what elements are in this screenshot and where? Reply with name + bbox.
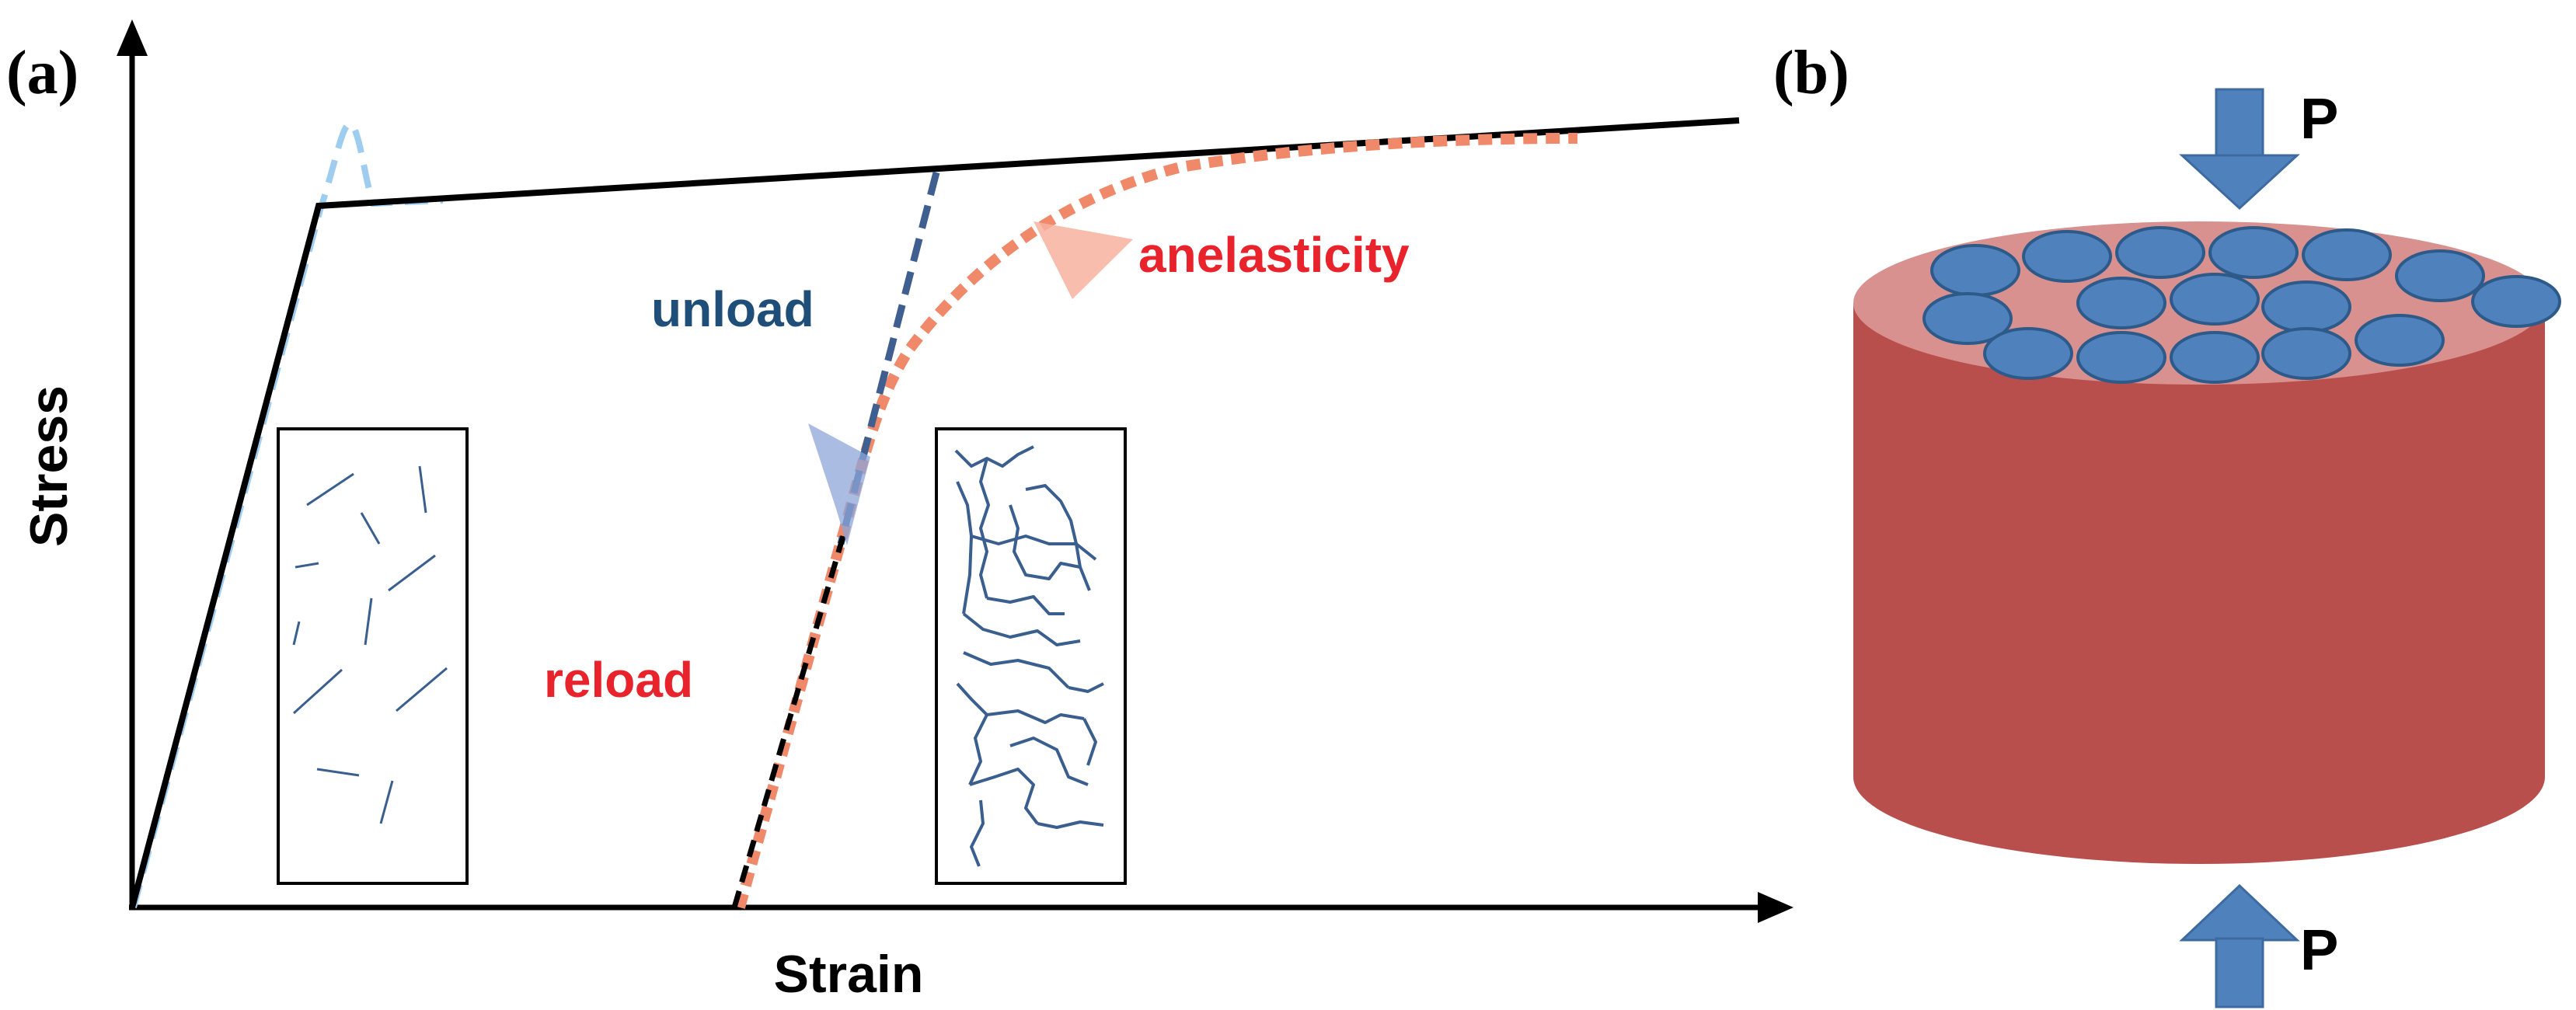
panel-a: (a) Stress Strain unload reload anelasti… xyxy=(6,19,1793,1004)
bottom-force-label: P xyxy=(2300,918,2338,982)
anelasticity-label: anelasticity xyxy=(1138,227,1410,283)
reload-curve xyxy=(734,133,1578,909)
panel-b: (b) P xyxy=(1773,39,2561,1008)
unload-direction-arrow xyxy=(808,423,870,509)
x-axis-arrowhead xyxy=(1758,892,1793,923)
fiber-cross-sections xyxy=(1922,226,2561,384)
microcracks-inset xyxy=(277,427,469,885)
anelasticity-direction-arrow xyxy=(1034,221,1133,299)
bilinear-stress-strain-curve xyxy=(129,117,1740,909)
fiber-composite-cylinder xyxy=(1853,221,2561,864)
unload-direction-arrow-tip xyxy=(836,457,870,545)
elastic-reload-dashed-line xyxy=(731,535,846,908)
top-compression-arrow xyxy=(2179,88,2300,211)
microcracks xyxy=(292,465,448,824)
microcracks-inset-frame xyxy=(277,427,469,885)
x-axis-title: Strain xyxy=(774,945,924,1004)
reload-label: reload xyxy=(544,652,693,708)
top-force-label: P xyxy=(2300,86,2338,151)
axes xyxy=(117,19,1793,923)
crack-network-inset xyxy=(935,427,1127,885)
panel-b-label: (b) xyxy=(1773,39,1849,107)
y-axis-arrowhead xyxy=(117,19,148,56)
initial-loading-dashed-curve xyxy=(131,120,444,909)
bottom-compression-arrow xyxy=(2179,883,2300,1008)
y-axis-title: Stress xyxy=(19,385,78,547)
panel-a-label: (a) xyxy=(6,39,78,107)
crack-network xyxy=(954,445,1104,867)
unload-label: unload xyxy=(651,281,814,337)
cylinder-body xyxy=(1853,303,2545,864)
